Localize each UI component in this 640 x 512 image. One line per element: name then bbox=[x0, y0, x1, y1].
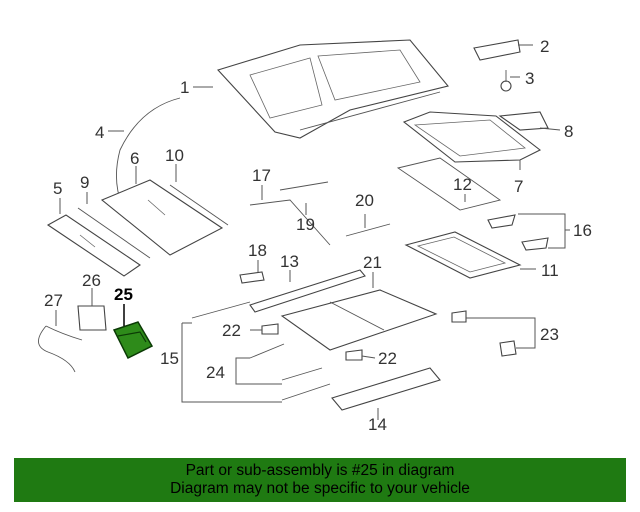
callout-12: 12 bbox=[453, 175, 472, 194]
info-banner: Part or sub-assembly is #25 in diagram D… bbox=[14, 458, 626, 502]
callout-22b: 22 bbox=[378, 349, 397, 368]
front-glass-panel bbox=[100, 179, 224, 256]
roof-side-rail bbox=[331, 367, 441, 411]
callout-26: 26 bbox=[82, 271, 101, 290]
callout-23: 23 bbox=[540, 325, 559, 344]
seal-strip bbox=[77, 207, 151, 259]
weatherstrip bbox=[169, 184, 229, 226]
callout-14: 14 bbox=[368, 415, 387, 434]
sunshade bbox=[280, 289, 438, 351]
wiring-harness bbox=[38, 325, 83, 373]
callout-20: 20 bbox=[355, 191, 374, 210]
callout-6: 6 bbox=[130, 149, 139, 168]
clip-b bbox=[345, 349, 363, 361]
stopper-lower bbox=[499, 340, 517, 357]
sunroof-switch bbox=[77, 305, 107, 331]
corner-bracket bbox=[498, 111, 549, 131]
callout-25: 25 bbox=[114, 285, 133, 304]
callout-9: 9 bbox=[80, 173, 89, 192]
callout-7: 7 bbox=[514, 177, 523, 196]
callout-13: 13 bbox=[280, 252, 299, 271]
callout-10: 10 bbox=[165, 146, 184, 165]
callout-4: 4 bbox=[95, 123, 104, 142]
parts-diagram: 1 2 3 4 5 6 7 8 9 10 11 12 13 14 15 16 1… bbox=[38, 37, 592, 434]
rail-set bbox=[191, 301, 331, 401]
stopper bbox=[451, 310, 467, 323]
callout-27: 27 bbox=[44, 291, 63, 310]
callout-5: 5 bbox=[53, 179, 62, 198]
callout-17: 17 bbox=[252, 166, 271, 185]
callout-15: 15 bbox=[160, 349, 179, 368]
sunroof-frame bbox=[404, 231, 522, 279]
banner-line-2: Diagram may not be specific to your vehi… bbox=[170, 480, 470, 497]
banner-line-1: Part or sub-assembly is #25 in diagram bbox=[185, 462, 455, 479]
callout-19: 19 bbox=[296, 215, 315, 234]
callout-18: 18 bbox=[248, 241, 267, 260]
leader-lines bbox=[55, 44, 570, 420]
drain-strip bbox=[345, 223, 391, 237]
clip-upper bbox=[487, 214, 516, 229]
clip-lower bbox=[521, 237, 549, 251]
callout-22a: 22 bbox=[222, 321, 241, 340]
callout-11: 11 bbox=[541, 261, 559, 280]
sunroof-motor bbox=[112, 321, 154, 360]
sunroof-glass bbox=[402, 111, 542, 163]
rear-glass-panel bbox=[46, 214, 141, 277]
drip-molding bbox=[116, 97, 181, 206]
bracket bbox=[473, 39, 521, 61]
callout-1: 1 bbox=[180, 78, 189, 97]
callout-8: 8 bbox=[564, 122, 573, 141]
callout-3: 3 bbox=[525, 69, 534, 88]
drain-hose bbox=[239, 271, 265, 284]
bolt bbox=[500, 70, 512, 92]
callout-2: 2 bbox=[540, 37, 549, 56]
clip-a bbox=[261, 323, 279, 335]
callout-16: 16 bbox=[573, 221, 592, 240]
callout-21: 21 bbox=[363, 253, 382, 272]
glass-seal bbox=[396, 157, 502, 211]
side-rail bbox=[249, 199, 331, 246]
guide-strip bbox=[279, 181, 329, 191]
roof-panel bbox=[217, 39, 449, 139]
callout-24: 24 bbox=[206, 363, 225, 382]
guide-rail bbox=[249, 269, 366, 313]
